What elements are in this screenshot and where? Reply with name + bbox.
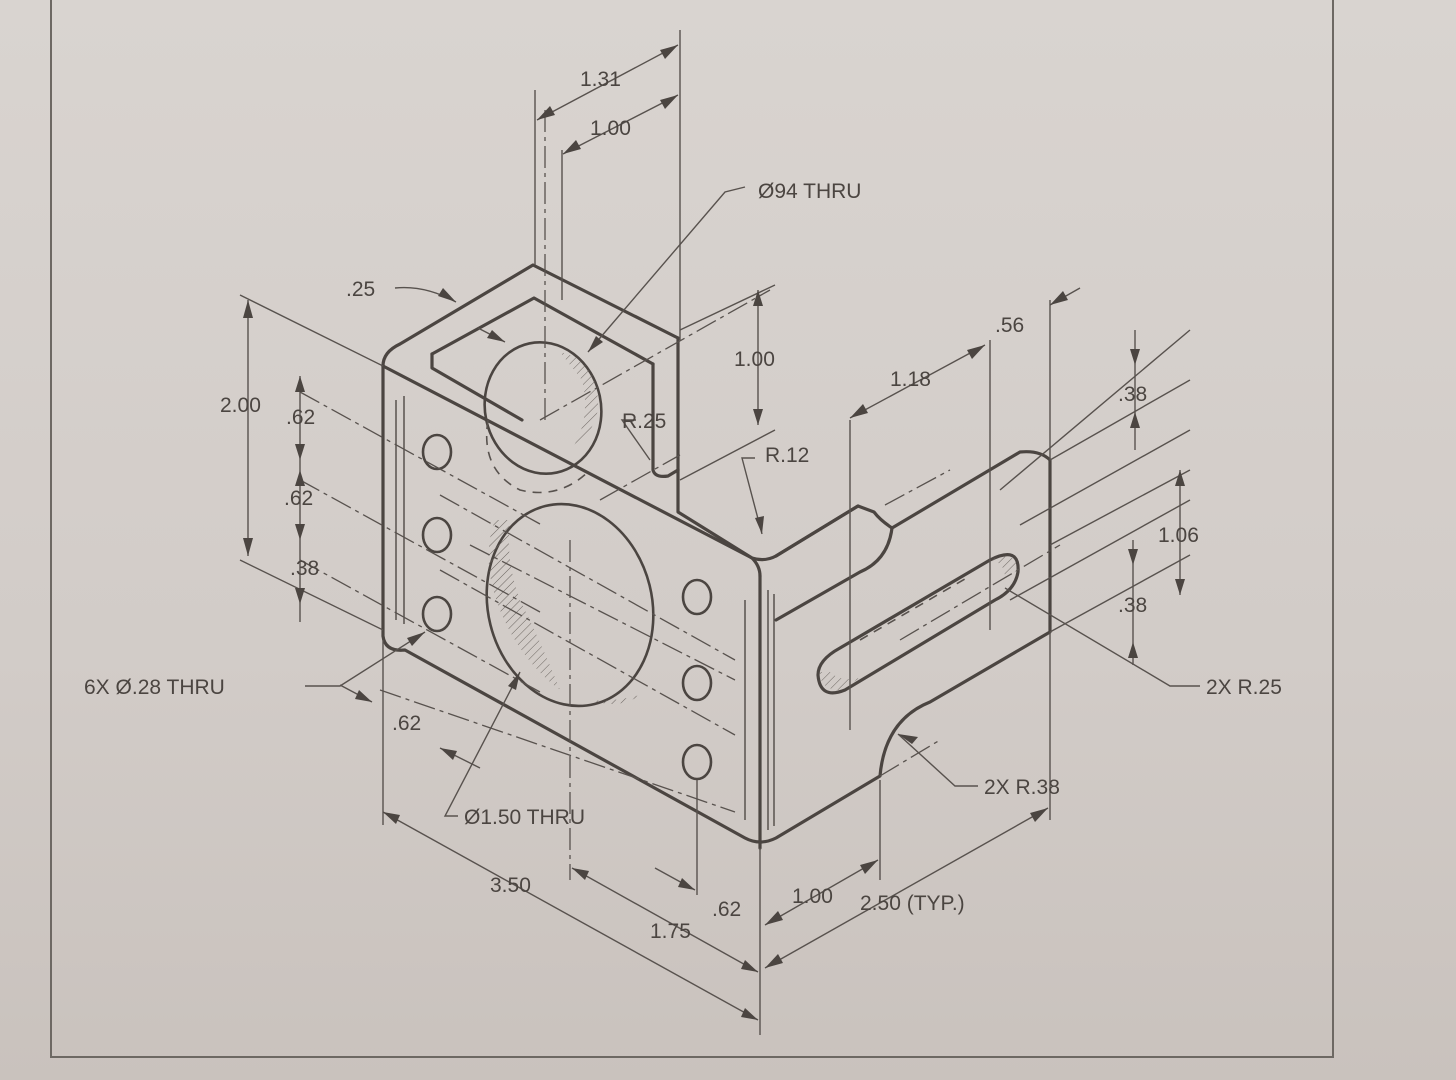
dim-top-hole-offset: 1.00 — [590, 117, 631, 140]
callout-top-hole: Ø94 THRU — [758, 180, 861, 203]
callout-corner-radius: R.12 — [765, 444, 809, 467]
part-outline — [381, 263, 1052, 850]
dim-overall-length: 3.50 — [490, 874, 531, 897]
small-holes — [421, 433, 713, 781]
callout-slot-ends: 2X R.25 — [1206, 676, 1282, 699]
dim-top-width: 1.31 — [580, 68, 621, 91]
callout-large-hole: Ø1.50 THRU — [464, 806, 585, 829]
callout-notch-radius: 2X R.38 — [984, 776, 1060, 799]
callout-small-holes: 6X Ø.28 THRU — [84, 676, 225, 699]
dim-upright-height: 1.00 — [734, 348, 775, 371]
leader-lines — [305, 186, 1200, 817]
dim-slot-margin-bottom: .38 — [1118, 594, 1147, 617]
dim-slot-offset: 1.18 — [890, 368, 931, 391]
slot — [816, 553, 1020, 695]
dim-wall-thickness: .25 — [346, 278, 375, 301]
dim-slot-margin-top: .38 — [1118, 383, 1147, 406]
dim-hole-spacing-lower: .62 — [284, 487, 313, 510]
dimension-labels: 1.31 1.00 Ø94 THRU .25 2.00 .62 .62 .38 … — [84, 68, 1282, 943]
dim-flange-thickness: .56 — [995, 314, 1024, 337]
dim-overall-height: 2.00 — [220, 394, 261, 417]
dim-side-hole-offset: .62 — [712, 898, 741, 921]
large-hole — [485, 502, 655, 708]
extension-lines — [239, 30, 1191, 1035]
dim-hole-edge-bottom: .38 — [290, 557, 319, 580]
dim-flange-length: 2.50 (TYP.) — [860, 892, 965, 915]
dim-slot-width: 1.06 — [1158, 524, 1199, 547]
top-hole — [483, 341, 603, 494]
dim-hole-spacing-upper: .62 — [286, 406, 315, 429]
dim-large-hole-location: 1.75 — [650, 920, 691, 943]
dim-hole-edge-side: .62 — [392, 712, 421, 735]
drawing-border — [50, 0, 1334, 1058]
center-lines — [299, 110, 1061, 880]
dim-notch-offset: 1.00 — [792, 885, 833, 908]
dimension-lines — [243, 44, 1185, 1021]
callout-inner-radius: R.25 — [622, 410, 666, 433]
